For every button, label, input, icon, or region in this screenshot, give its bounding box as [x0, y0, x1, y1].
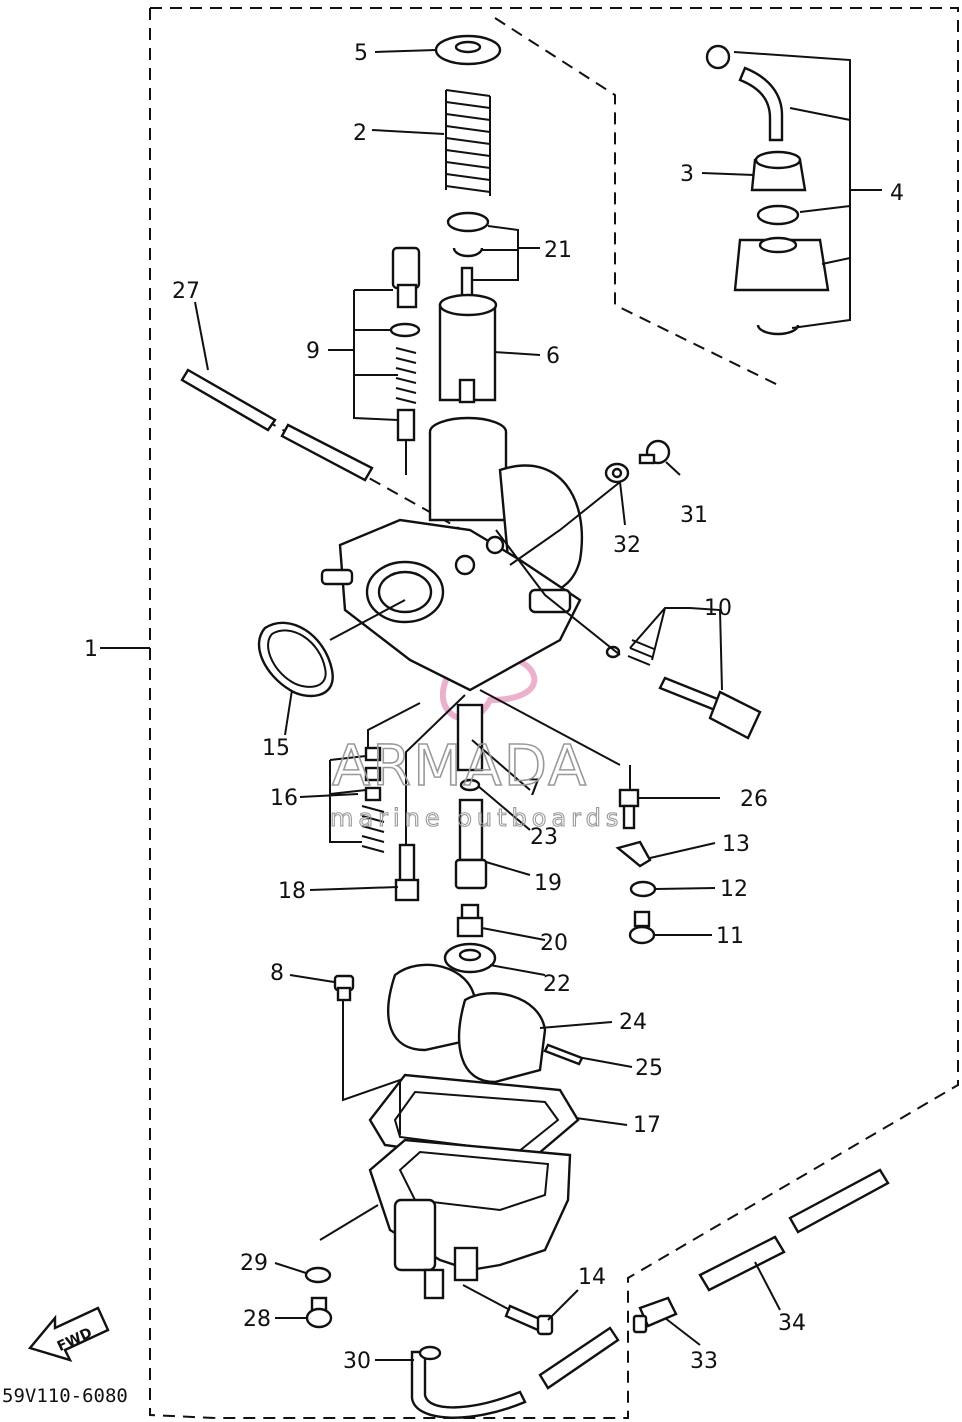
carburetor-body — [320, 416, 584, 692]
callout-22: 22 — [543, 972, 571, 997]
part-18-pilot-jet — [394, 843, 420, 902]
callout-3: 3 — [680, 162, 694, 187]
part-16-jet-set — [361, 746, 385, 853]
callout-4: 4 — [890, 181, 904, 206]
part-6-throttle-valve — [438, 293, 498, 404]
callout-17: 17 — [633, 1113, 661, 1138]
callout-1: 1 — [84, 637, 98, 662]
callout-27: 27 — [172, 279, 200, 304]
part-13-bracket — [615, 840, 652, 868]
callout-25: 25 — [635, 1056, 663, 1081]
diagram-code: 59V110-6080 — [2, 1385, 128, 1407]
part-27-tube — [180, 368, 374, 482]
callout-23: 23 — [530, 825, 558, 850]
callout-20: 20 — [540, 931, 568, 956]
part-9-screw-set — [389, 246, 421, 475]
part-23-o-ring — [459, 778, 481, 792]
callout-28: 28 — [243, 1307, 271, 1332]
part-26-fitting — [618, 788, 640, 830]
part-30-hose — [410, 1345, 527, 1419]
callout-9: 9 — [306, 339, 320, 364]
leader-lines — [100, 49, 882, 1361]
part-20-valve-seat — [456, 903, 484, 938]
callout-14: 14 — [578, 1265, 606, 1290]
callout-30: 30 — [343, 1349, 371, 1374]
callout-33: 33 — [690, 1349, 718, 1374]
float-bowl — [368, 1138, 572, 1300]
callout-24: 24 — [619, 1010, 647, 1035]
part-11-screw — [628, 910, 656, 945]
callout-29: 29 — [240, 1251, 268, 1276]
watermark-brand: ARMADA — [332, 734, 588, 799]
callout-32: 32 — [613, 533, 641, 558]
callout-12: 12 — [720, 877, 748, 902]
part-29-washer — [304, 1266, 332, 1284]
fwd-arrow: FWD — [27, 1306, 110, 1362]
part-33-fitting — [632, 1296, 678, 1334]
callout-8: 8 — [270, 961, 284, 986]
callout-31: 31 — [680, 503, 708, 528]
callout-19: 19 — [534, 871, 562, 896]
callout-34: 34 — [778, 1311, 806, 1336]
part-14-drain-screw — [504, 1304, 554, 1336]
callout-7: 7 — [527, 776, 541, 801]
callout-15: 15 — [262, 736, 290, 761]
part-5-washer — [434, 34, 502, 66]
callout-26: 26 — [740, 787, 768, 812]
callout-6: 6 — [546, 344, 560, 369]
part-32-washer — [604, 462, 630, 484]
part-31-screw — [638, 439, 671, 465]
part-28-plug — [305, 1296, 333, 1329]
callout-2: 2 — [353, 121, 367, 146]
callout-10: 10 — [704, 596, 732, 621]
part-19-main-jet-holder — [454, 798, 488, 890]
part-12-washer — [629, 880, 657, 898]
callout-5: 5 — [354, 41, 368, 66]
callout-18: 18 — [278, 879, 306, 904]
part-7-needle-jet — [456, 703, 484, 772]
callout-labels: 5 2 3 4 21 27 9 6 31 32 10 1 15 7 16 26 … — [84, 41, 904, 1374]
watermark-tagline: marine outboards — [330, 804, 623, 832]
part-22-washer — [443, 942, 497, 974]
part-8-screw — [333, 974, 355, 1002]
part-21-retainer — [446, 211, 490, 304]
part-4-cover-group — [705, 44, 830, 336]
part-10-screw-set — [605, 639, 762, 740]
part-34-hose — [538, 1168, 890, 1390]
part-15-gasket — [257, 621, 334, 698]
callout-16: 16 — [270, 786, 298, 811]
part-24-float — [387, 963, 547, 1084]
callout-13: 13 — [722, 832, 750, 857]
part-25-pin — [543, 1043, 584, 1066]
callout-11: 11 — [716, 924, 744, 949]
part-2-spring — [445, 89, 491, 196]
callout-21: 21 — [544, 238, 572, 263]
